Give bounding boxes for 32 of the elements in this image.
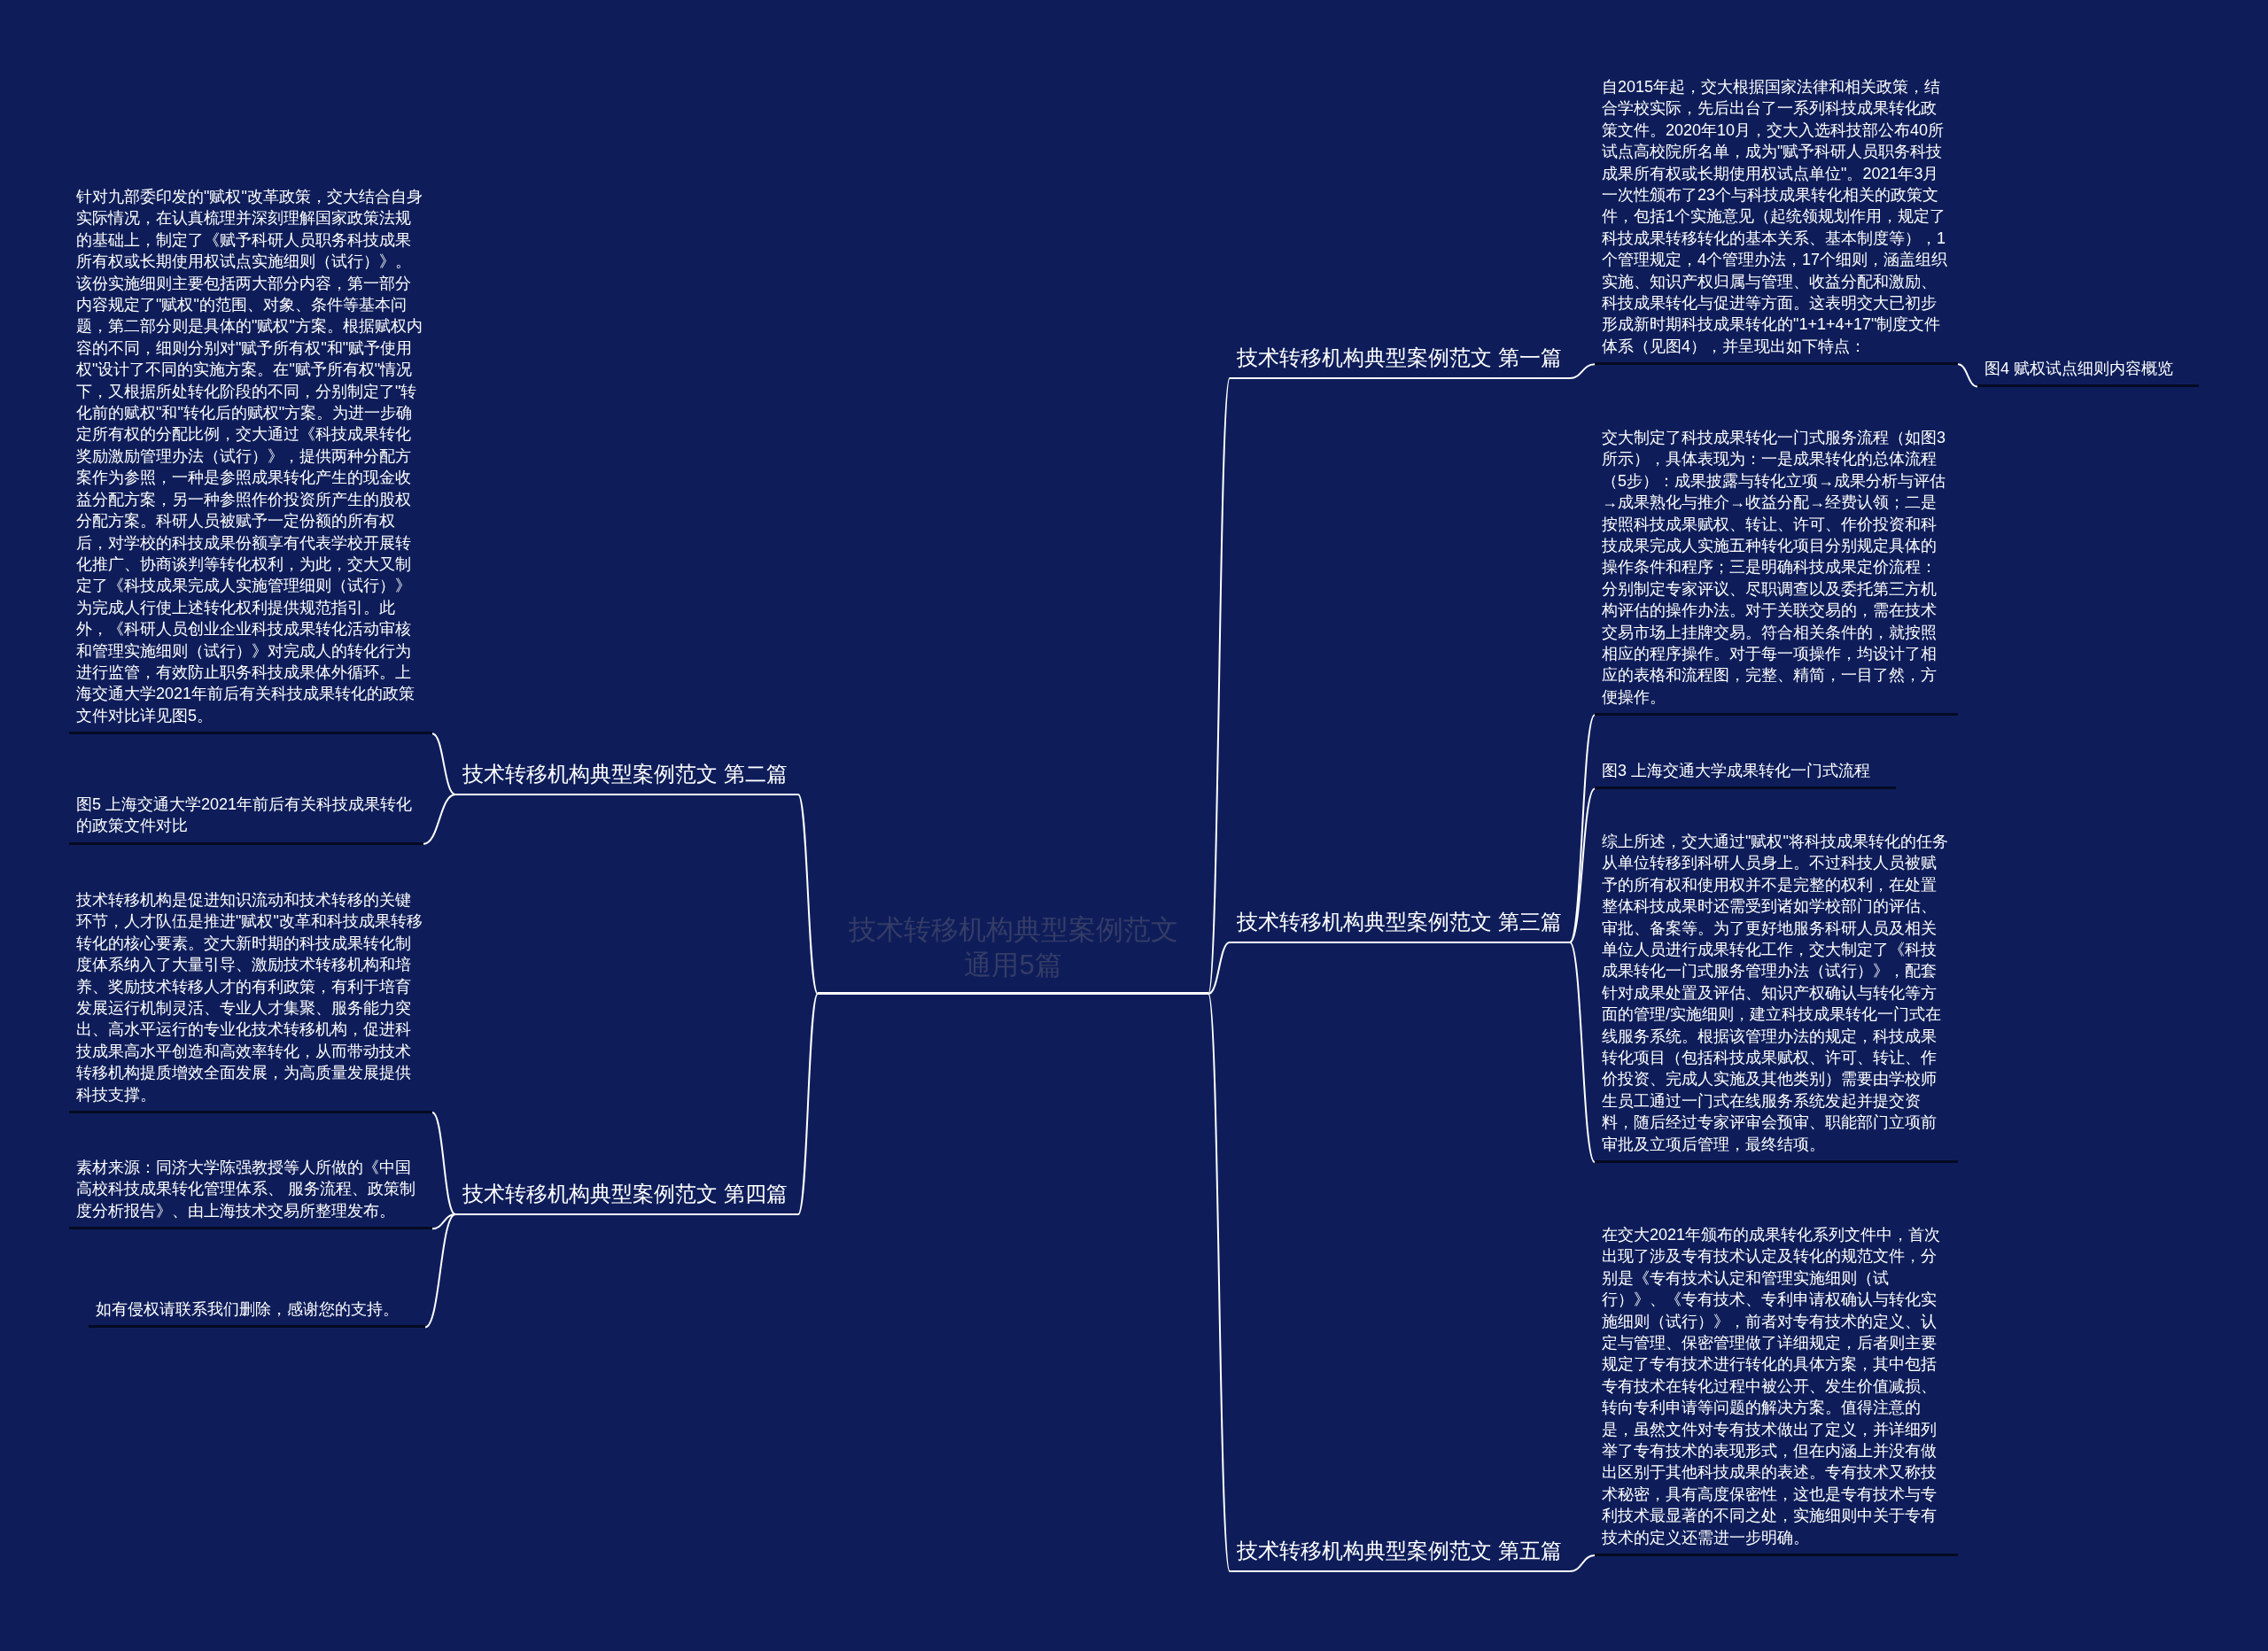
text-block: 综上所述，交大通过"赋权"将科技成果转化的任务从单位转移到科研人员身上。不过科技人员被赋予的所有权和使用权并不是完整的权利，在处置整体科技成果时还需受到诸如学校部门的评估、审批、备案等。为了更好地服务科研人员及相关单位人员进行成果转化工作，交大制定了《科技成果转化一门式服务管理办法（试行）》，配套针对成果处置及评估、知识产权确认与转化等方面的管理/实施细则，建立科技成果转化一门式在线服务系统。根据该管理办法的规定，科技成果转化项目（包括科技成果赋权、许可、转让、作价投资、完成人实施及其他类别）需要由学校师生员工通过一门式在线服务系统发起并提交资料，随后经过专家评审会预审、职能部门立项前审批及立项后管理，最终结项。 (1595, 831, 1958, 1164)
connector-line (1208, 993, 1231, 1572)
disclaimer-note: 如有侵权请联系我们删除，感谢您的支持。 (89, 1298, 425, 1329)
connector-line (1569, 1554, 1596, 1572)
connector-line (1569, 363, 1596, 379)
connector-line (1957, 363, 1978, 388)
connector-line (431, 1213, 456, 1230)
connector-line (431, 732, 456, 795)
text-block: 技术转移机构是促进知识流动和技术转移的关键环节，人才队伍是推进"赋权"改革和科技成果转移转化的核心要素。交大新时期的科技成果转化制度体系纳入了大量引导、激励技术转移机构和培养、奖励技术转移人才的有利政策，有利于培育发展运行机制灵活、专业人才集聚、服务能力突出、高水平运行的专业化技术转移机构，促进科技成果高水平创造和高效率转化，从而带动技术转移机构提质增效全面发展，为高质量发展提供科技支撑。 (69, 889, 432, 1114)
branch-topic: 技术转移机构典型案例范文 第四篇 (455, 1180, 798, 1215)
connector-line (423, 794, 456, 845)
branch-topic: 技术转移机构典型案例范文 第一篇 (1230, 344, 1570, 379)
figure-caption: 图5 上海交通大学2021年前后有关科技成果转化的政策文件对比 (69, 794, 423, 845)
branch-topic: 技术转移机构典型案例范文 第三篇 (1230, 908, 1570, 943)
connector-line (1208, 942, 1231, 995)
connector-line (431, 1112, 456, 1215)
figure-caption: 图4 赋权试点细则内容概览 (1977, 358, 2199, 388)
text-block: 自2015年起，交大根据国家法律和相关政策，结合学校实际，先后出台了一系列科技成果转化政策文件。2020年10月，交大入选科技部公布40所试点高校院所名单，成为"赋予科研人员职务科技成果所有权或长期使用权试点单位"。2021年3月一次性颁布了23个与科技成果转化相关的政策文件，包括1个实施意见（起统领规划作用，规定了科技成果转移转化的基本关系、基本制度等），1个管理规定，4个管理办法，17个细则，涵盖组织实施、知识产权归属与管理、收益分配和激励、科技成果转化与促进等方面。这表明交大已初步形成新时期科技成果转化的"1+1+4+17"制度文件体系（见图4），并呈现出如下特点： (1595, 76, 1958, 366)
source-note: 素材来源：同济大学陈强教授等人所做的《中国高校科技成果转化管理体系、 服务流程、政策制度分析报告》、由上海技术交易所整理发布。 (69, 1157, 432, 1230)
figure-caption: 图3 上海交通大学成果转化一门式流程 (1595, 760, 1896, 790)
connector-line (1569, 714, 1596, 943)
connector-line (797, 794, 819, 995)
connector-line (1208, 377, 1231, 995)
text-block: 针对九部委印发的"赋权"改革政策，交大结合自身实际情况，在认真梳理并深刻理解国家政策法规的基础上，制定了《赋予科研人员职务科技成果所有权或长期使用权试点实施细则（试行）》。该份实施细则主要包括两大部分内容，第一部分内容规定了"赋权"的范围、对象、条件等基本问题，第二部分则是具体的"赋权"方案。根据赋权内容的不同，细则分别对"赋予所有权"和"赋予使用权"设计了不同的实施方案。在"赋予所有权"情况下，又根据所处转化阶段的不同，分别制定了"转化前的赋权"和"转化后的赋权"方案。为进一步确定所有权的分配比例，交大通过《科技成果转化奖励激励管理办法（试行）》，提供两种分配方案作为参照，一种是参照成果转化产生的现金收益分配方案，另一种参照作价投资所产生的股权分配方案。科研人员被赋予一定份额的所有权后，对学校的科技成果份额享有代表学校开展转化推广、协商谈判等转化权利，为此，交大又制定了《科技成果完成人实施管理细则（试行）》为完成人行使上述转化权利提供规范指引。此外，《科研人员创业企业科技成果转化活动审核和管理实施细则（试行）》对完成人的转化行为进行监管，有效防止职务科技成果体外循环。上海交通大学2021年前后有关科技成果转化的政策文件对比详见图5。 (69, 186, 432, 735)
connector-line (1569, 942, 1596, 1164)
branch-topic: 技术转移机构典型案例范文 第五篇 (1230, 1537, 1570, 1572)
connector-line (797, 993, 819, 1215)
text-block: 交大制定了科技成果转化一门式服务流程（如图3所示），具体表现为：一是成果转化的总体流程（5步）：成果披露与转化立项→成果分析与评估→成果熟化与推介→收益分配→经费认领；二是按照科技成果赋权、转让、许可、作价投资和科技成果完成人实施五种转化项目分别规定具体的操作条件和程序；三是明确科技成果定价流程：分别制定专家评议、尽职调查以及委托第三方机构评估的操作办法。对于关联交易的，需在技术交易市场上挂牌交易。符合相关条件的，就按照相应的程序操作。对于每一项操作，均设计了相应的表格和流程图，完整、精简，一目了然，方便操作。 (1595, 427, 1958, 717)
connector-line (1569, 787, 1596, 943)
branch-topic: 技术转移机构典型案例范文 第二篇 (455, 760, 798, 795)
text-block: 在交大2021年颁布的成果转化系列文件中，首次出现了涉及专有技术认定及转化的规范文件，分别是《专有技术认定和管理实施细则（试行）》、《专有技术、专利申请权确认与转化实施细则（试行）》，前者对专有技术的定义、认定与管理、保密管理做了详细规定，后者则主要规定了专有技术进行转化的具体方案，其中包括专有技术在转化过程中被公开、发生价值减损、转向专利申请等问题的解决方案。值得注意的是，虽然文件对专有技术做出了定义，并详细列举了专有技术的表现形式，但在内涵上并没有做出区别于其他科技成果的表述。专有技术又称技术秘密，具有高度保密性，这也是专有技术与专利技术最显著的不同之处，实施细则中关于专有技术的定义还需进一步明确。 (1595, 1224, 1958, 1557)
connector-line (424, 1213, 456, 1329)
